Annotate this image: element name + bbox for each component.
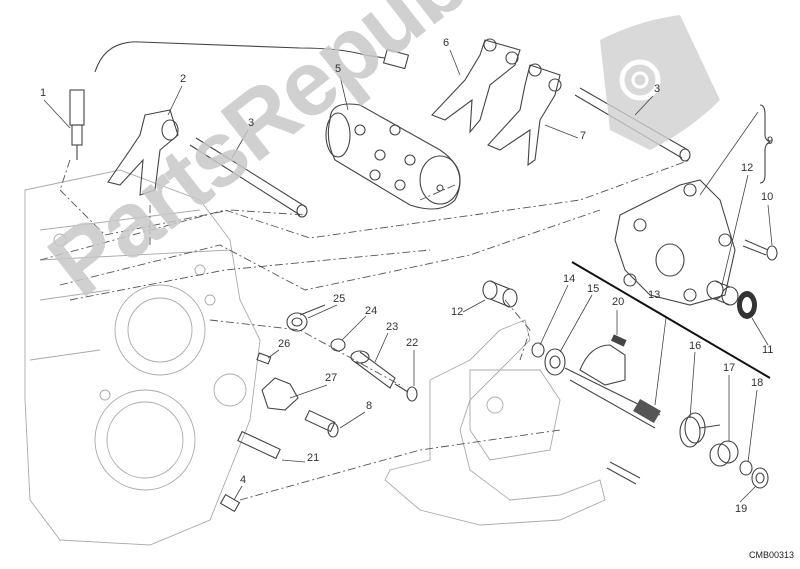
part-11-oil-seal <box>737 291 757 319</box>
drawing-code: CMB00313 <box>748 550 794 560</box>
part-8-screw <box>304 409 339 438</box>
callout-27: 27 <box>325 372 338 384</box>
callout-3-left: 3 <box>248 117 255 129</box>
part-24-washer <box>330 338 346 352</box>
part-25-spring <box>286 304 326 332</box>
callout-25: 25 <box>333 293 346 305</box>
callout-21: 21 <box>307 452 320 464</box>
callout-4: 4 <box>240 474 247 486</box>
callout-17: 17 <box>723 362 736 374</box>
callout-8: 8 <box>366 400 373 412</box>
callout-12-middle: 12 <box>451 306 464 318</box>
part-4-bushing <box>219 493 241 513</box>
callout-11: 11 <box>762 344 774 356</box>
part-7-shift-fork <box>487 63 562 167</box>
lower-casing-outline <box>384 319 606 526</box>
part-19-washer <box>751 467 769 489</box>
callout-18: 18 <box>751 377 764 389</box>
part-13-gearshift-shaft <box>564 344 661 429</box>
part-21-pin <box>237 430 281 460</box>
callout-24: 24 <box>365 305 378 317</box>
part-14-circlip <box>531 342 545 358</box>
callout-16: 16 <box>689 340 702 352</box>
part-17-spacer <box>709 440 739 467</box>
bolt-lower <box>606 461 641 485</box>
part-1-neutral-sensor <box>59 41 410 191</box>
watermark-logo <box>600 15 720 150</box>
callout-19: 19 <box>735 503 748 515</box>
part-12-bushing-middle <box>482 280 518 308</box>
part-27-star-index <box>261 377 299 411</box>
callout-7: 7 <box>580 130 587 142</box>
callout-leaders <box>43 49 773 503</box>
callout-23: 23 <box>386 321 399 333</box>
callout-14: 14 <box>563 273 576 285</box>
part-2-shift-fork <box>107 109 179 196</box>
part-9-cover-assembly <box>614 104 772 306</box>
callout-6: 6 <box>443 37 450 49</box>
part-18-circlip <box>739 460 753 476</box>
callout-1: 1 <box>40 87 47 99</box>
callout-22: 22 <box>406 337 419 349</box>
callout-10: 10 <box>761 191 774 203</box>
part-16-return-spring <box>679 412 721 448</box>
callout-9: 9 <box>767 135 774 147</box>
part-3-fork-shaft-left <box>189 137 308 218</box>
part-20-spring <box>610 334 627 347</box>
assembly-lines <box>39 159 691 501</box>
part-15-washer <box>544 348 566 376</box>
part-5-selector-drum <box>325 103 461 210</box>
part-26-pin <box>256 352 272 365</box>
callout-20: 20 <box>612 296 625 308</box>
callout-15: 15 <box>587 283 600 295</box>
callout-26: 26 <box>278 338 291 350</box>
callout-2: 2 <box>180 73 187 85</box>
callout-3-right: 3 <box>654 83 661 95</box>
callout-12-right: 12 <box>741 162 754 174</box>
part-23-lever <box>350 350 396 389</box>
callout-5: 5 <box>335 63 342 75</box>
part-10-bolt <box>742 239 778 261</box>
part-22-bolt <box>394 383 418 402</box>
part-13-axis-line <box>571 261 771 379</box>
crankcase-outline <box>24 169 261 546</box>
callout-13: 13 <box>648 289 661 301</box>
part-6-shift-fork <box>431 38 521 134</box>
